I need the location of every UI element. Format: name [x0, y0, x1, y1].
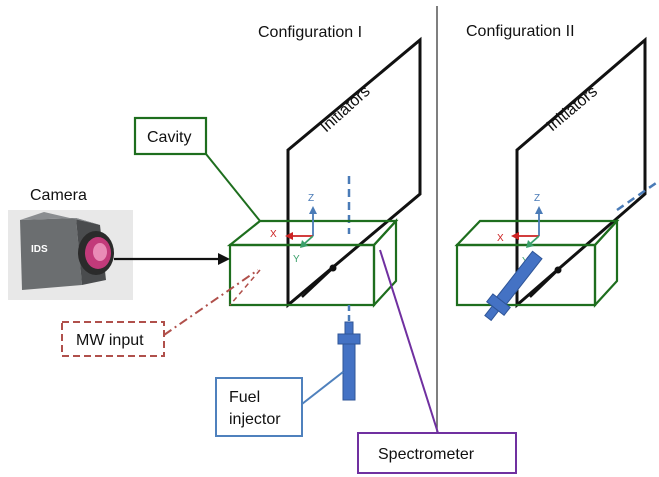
axis-z-label-two: Z	[534, 193, 540, 204]
configuration-one-title: Configuration I	[258, 24, 362, 41]
mw-input-box	[61, 321, 165, 357]
initiators-label-one: Initiators	[317, 83, 373, 136]
center-point-one	[329, 264, 337, 272]
camera-icon: IDS	[8, 210, 133, 300]
cavity-label: Cavity	[147, 129, 191, 146]
camera-arrowhead	[218, 253, 230, 265]
axis-y-label-one: Y	[293, 254, 300, 265]
fuel-injector-label-line1: Fuel	[229, 389, 260, 406]
spectrometer-box	[357, 432, 517, 474]
axis-z-label-one: Z	[308, 193, 314, 204]
spectrometer-label: Spectrometer	[378, 446, 475, 463]
axes-two	[511, 206, 543, 248]
cavity-box	[226, 218, 399, 308]
configuration-two-title: Configuration II	[466, 23, 575, 40]
axes-one	[285, 206, 317, 248]
center-line-two	[529, 269, 559, 298]
axis-x-label-two: X	[497, 233, 504, 244]
cavity-label-box	[133, 116, 208, 156]
fuel-injector-one	[337, 321, 361, 401]
center-line-one	[301, 267, 334, 298]
fuel-injector-two	[484, 250, 543, 322]
configuration-two: Initiators Z X Y	[454, 36, 659, 322]
center-point-two	[554, 266, 562, 274]
initiators-label-two: Initiators	[544, 83, 601, 135]
fuel-injector-box	[215, 377, 303, 437]
camera-label: Camera	[30, 187, 87, 204]
fuel-injector-pointer	[301, 371, 344, 405]
initiators-plane-one	[286, 36, 422, 309]
mw-input-label: MW input	[76, 332, 144, 349]
initiators-plane-two	[515, 36, 647, 309]
cavity-box-two	[454, 218, 620, 308]
cavity-pointer	[205, 153, 261, 222]
camera-brand-label: IDS	[31, 244, 48, 255]
fuel-injector-label-line2: injector	[229, 411, 281, 428]
beam-line-diagonal	[616, 179, 659, 212]
mw-input-pointer	[163, 269, 259, 336]
cavity-hidden-edge	[229, 269, 261, 306]
spectrometer-pointer	[379, 249, 439, 434]
axis-x-label-one: X	[270, 229, 277, 240]
